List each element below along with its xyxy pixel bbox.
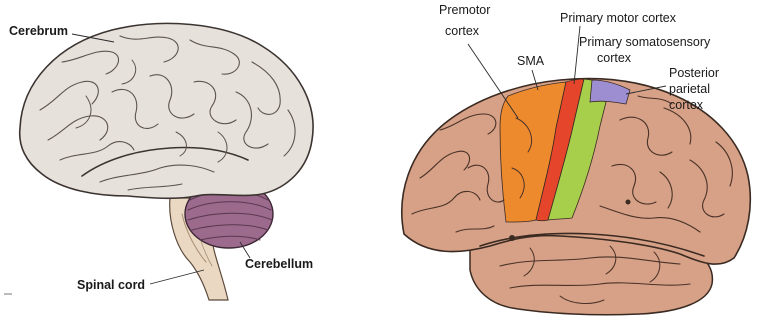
sma-label: SMA bbox=[517, 54, 545, 68]
spinal-cord-leader-line bbox=[150, 270, 204, 284]
spinal-cord-label: Spinal cord bbox=[77, 278, 145, 292]
somatosensory-cortex-label-line2: cortex bbox=[597, 51, 632, 65]
posterior-parietal-label-line3: cortex bbox=[669, 98, 704, 112]
cerebellum-label: Cerebellum bbox=[245, 257, 313, 271]
premotor-cortex-label-line2: cortex bbox=[445, 24, 480, 38]
posterior-parietal-label-line1: Posterior bbox=[669, 66, 719, 80]
cerebrum-label: Cerebrum bbox=[9, 24, 68, 38]
somatosensory-cortex-label-line1: Primary somatosensory bbox=[579, 35, 711, 49]
right-brain-illustration bbox=[402, 79, 751, 315]
cerebrum-shape bbox=[20, 23, 313, 198]
premotor-cortex-label-line1: Premotor bbox=[439, 3, 490, 17]
posterior-parietal-label-line2: parietal bbox=[669, 82, 710, 96]
primary-motor-cortex-label: Primary motor cortex bbox=[560, 11, 677, 25]
